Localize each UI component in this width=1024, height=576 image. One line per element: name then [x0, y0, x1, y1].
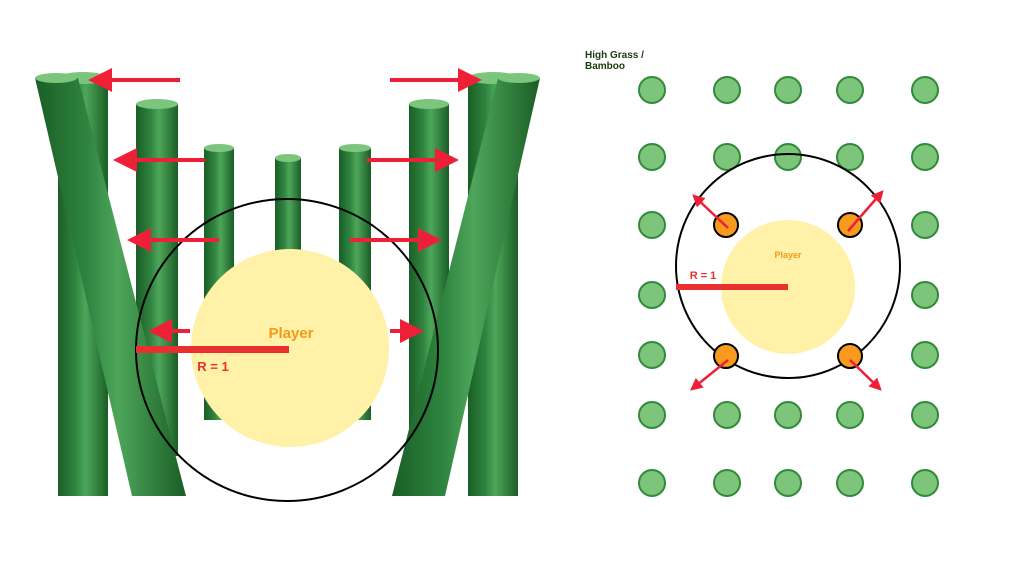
- grass-blade: [638, 401, 666, 429]
- grass-blade: [713, 143, 741, 171]
- grass-blade: [911, 143, 939, 171]
- grass-blade: [713, 469, 741, 497]
- left-panel: Player R = 1: [35, 68, 540, 502]
- player-label: Player: [774, 250, 802, 260]
- radius-line: [136, 346, 289, 353]
- push-arrow-diagonal: [847, 190, 884, 232]
- grass-blade: [911, 401, 939, 429]
- grass-blade: [774, 401, 802, 429]
- push-arrow-diagonal: [849, 359, 882, 391]
- grass-blade: [836, 469, 864, 497]
- grass-blade: [638, 76, 666, 104]
- legend-label: High Grass / Bamboo: [585, 50, 644, 72]
- grass-blade: [638, 211, 666, 239]
- grass-blade: [774, 76, 802, 104]
- grass-blade: [713, 401, 741, 429]
- grass-blade: [774, 143, 802, 171]
- grass-blade: [911, 469, 939, 497]
- grass-blade: [638, 143, 666, 171]
- grass-blade: [713, 76, 741, 104]
- grass-blade: [911, 211, 939, 239]
- grass-blade: [911, 76, 939, 104]
- grass-blade: [911, 341, 939, 369]
- grass-blade: [836, 143, 864, 171]
- right-panel: Player R = 1: [638, 76, 939, 497]
- legend-line-2: Bamboo: [585, 61, 625, 72]
- grass-blade: [836, 401, 864, 429]
- grass-blade: [638, 469, 666, 497]
- pushed-grass: [713, 212, 863, 369]
- radius-label: R = 1: [197, 359, 228, 374]
- radius-line: [676, 284, 788, 290]
- grass-grid: [638, 76, 939, 497]
- bamboo-stalk-leaning: [35, 73, 186, 496]
- legend-line-1: High Grass /: [585, 50, 644, 61]
- bamboo-stalk-leaning: [392, 73, 540, 496]
- grass-blade: [638, 281, 666, 309]
- grass-blade: [911, 281, 939, 309]
- push-arrow-diagonal: [690, 359, 729, 391]
- radius-label: R = 1: [690, 270, 717, 282]
- grass-blade: [638, 341, 666, 369]
- grass-blade: [836, 76, 864, 104]
- player-radius-circle: [675, 153, 901, 379]
- push-arrow-diagonal: [692, 194, 729, 229]
- grass-blade: [774, 469, 802, 497]
- player-body: [191, 249, 389, 447]
- player-label: Player: [268, 325, 313, 342]
